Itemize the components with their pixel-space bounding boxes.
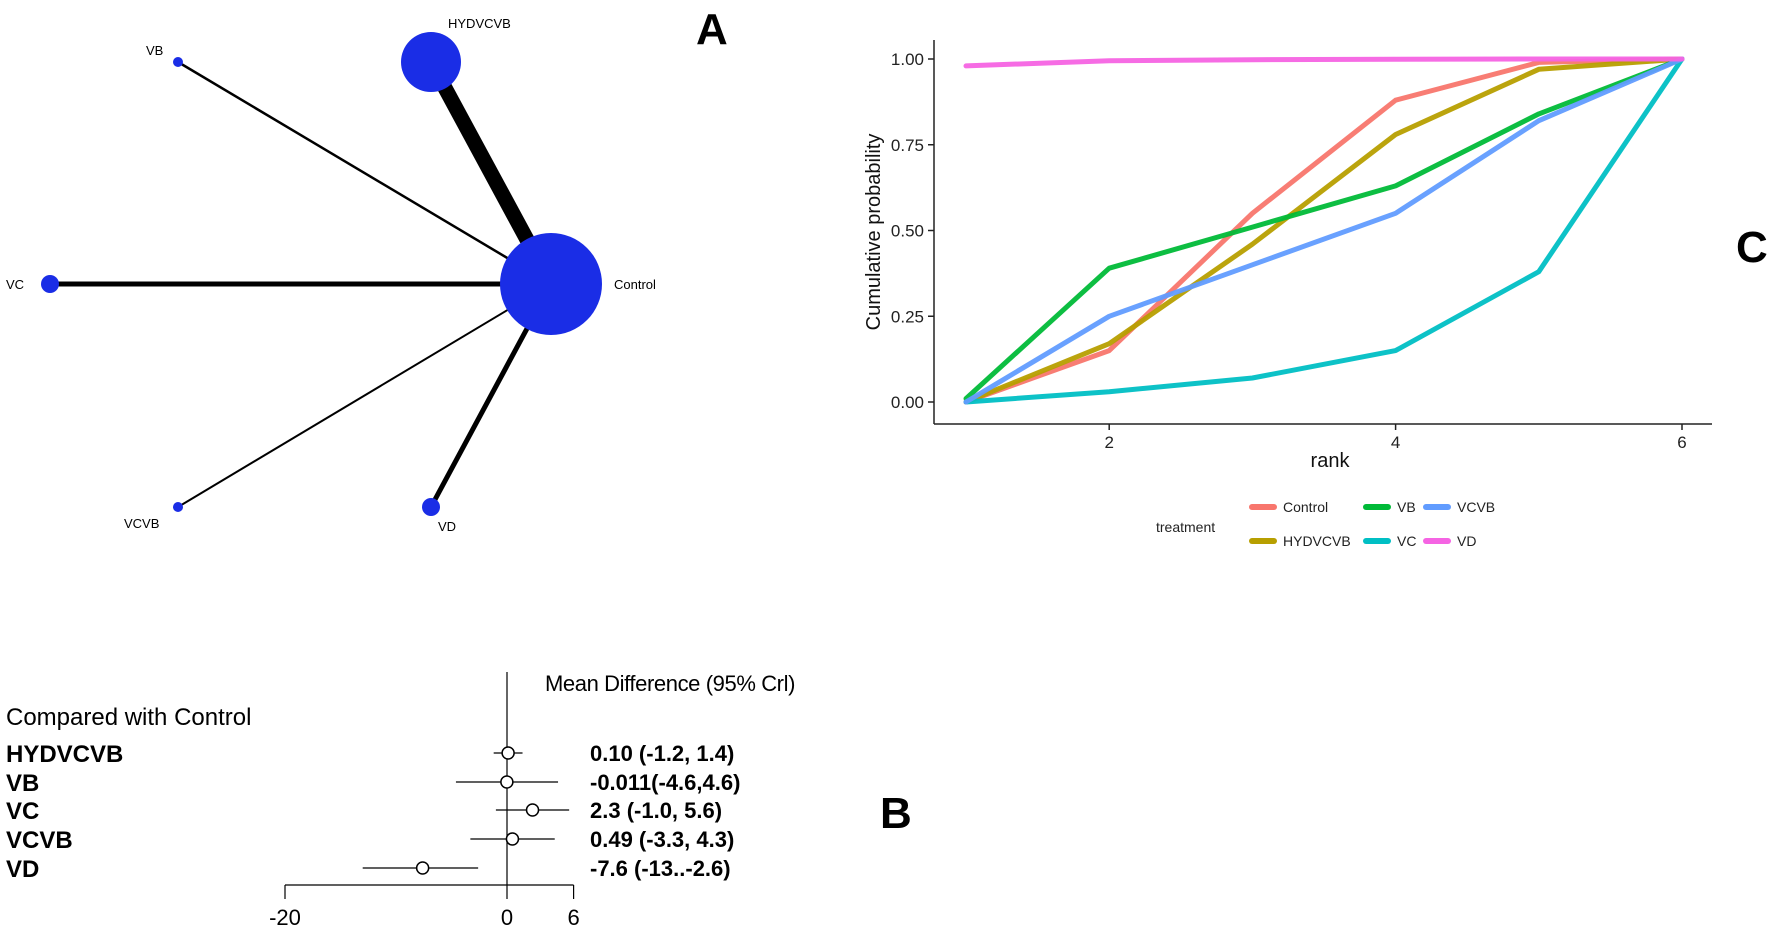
- network-nodes: [41, 32, 602, 516]
- node-label-vb: VB: [146, 43, 163, 58]
- y-tick-label: 0.75: [891, 136, 924, 155]
- row-label-vcvb: VCVB: [6, 827, 73, 854]
- panel-label-b: B: [880, 789, 912, 838]
- estimate-text-vd: -7.6 (-13..-2.6): [590, 856, 731, 881]
- y-tick-label: 0.25: [891, 307, 924, 326]
- node-vc: [41, 275, 59, 293]
- series-line-vc: [963, 56, 1685, 405]
- forest-title: Mean Difference (95% Crl): [545, 671, 795, 696]
- edge-vb-control: [177, 60, 552, 286]
- estimate-point-vd: [415, 861, 430, 875]
- x-axis-title: rank: [1311, 450, 1351, 472]
- x-ticks: 2 4 6: [1104, 424, 1687, 452]
- node-vcvb: [173, 502, 183, 512]
- forest-axis: -20 0 6: [269, 884, 580, 930]
- row-label-vc: VC: [6, 798, 39, 825]
- estimate-point-vb: [500, 775, 514, 789]
- series-line-control: [963, 56, 1685, 405]
- series-line-vb: [963, 56, 1685, 402]
- x-tick-label: 6: [1677, 433, 1686, 452]
- network-edges: [50, 58, 558, 509]
- legend-label-vcvb: VCVB: [1457, 499, 1495, 515]
- node-label-hydvcvb: HYDVCVB: [448, 16, 511, 31]
- comparison-heading: Compared with Control: [6, 704, 251, 731]
- estimate-text-hydvcvb: 0.10 (-1.2, 1.4): [590, 741, 734, 766]
- legend-label-vd: VD: [1457, 533, 1476, 549]
- estimate-text-vcvb: 0.49 (-3.3, 4.3): [590, 827, 734, 852]
- panel-label-a: A: [696, 5, 728, 54]
- legend-label-vc: VC: [1397, 533, 1416, 549]
- series-line-vd: [963, 56, 1685, 69]
- y-ticks: 0.00 0.25 0.50 0.75 1.00: [891, 50, 934, 412]
- rankogram-chart: 0.00 0.25 0.50 0.75 1.00 2 4 6 rank Cumulative…: [863, 40, 1712, 549]
- estimate-text-vb: -0.011(-4.6,4.6): [590, 770, 740, 795]
- legend-label-hydvcvb: HYDVCVB: [1283, 533, 1351, 549]
- forest-plot: Mean Difference (95% Crl) Compared with …: [6, 671, 795, 930]
- x-tick-label: 4: [1391, 433, 1400, 452]
- x-tick-label: 0: [501, 905, 513, 930]
- series-line-hydvcvb: [963, 56, 1685, 405]
- y-axis-title: Cumulative probability: [863, 134, 885, 331]
- row-label-vb: VB: [6, 770, 39, 797]
- y-tick-label: 0.50: [891, 222, 924, 241]
- series-line-vcvb: [963, 56, 1685, 405]
- legend-label-vb: VB: [1397, 499, 1416, 515]
- estimate-text-vc: 2.3 (-1.0, 5.6): [590, 798, 722, 823]
- node-control: [500, 233, 602, 335]
- row-label-hydvcvb: HYDVCVB: [6, 741, 123, 768]
- node-label-vd: VD: [438, 519, 456, 534]
- node-label-control: Control: [614, 277, 656, 292]
- row-label-vd: VD: [6, 856, 39, 883]
- network-plot: HYDVCVB VB VC Control VCVB VD: [6, 16, 656, 534]
- x-tick-label: 6: [567, 905, 579, 930]
- estimate-point-vcvb: [505, 832, 520, 846]
- legend-title: treatment: [1156, 519, 1215, 535]
- node-vd: [422, 498, 440, 516]
- node-vb: [173, 57, 183, 67]
- node-hydvcvb: [401, 32, 461, 92]
- panel-label-c: C: [1736, 223, 1768, 272]
- x-tick-label: 2: [1104, 433, 1113, 452]
- x-tick-label: -20: [269, 905, 301, 930]
- edge-vcvb-control: [177, 283, 552, 508]
- y-tick-label: 1.00: [891, 50, 924, 69]
- legend-label-control: Control: [1283, 499, 1328, 515]
- y-tick-label: 0.00: [891, 393, 924, 412]
- estimate-point-vc: [525, 803, 540, 817]
- node-label-vcvb: VCVB: [124, 516, 159, 531]
- node-label-vc: VC: [6, 277, 24, 292]
- rankogram-series: [963, 56, 1685, 405]
- estimate-point-hydvcvb: [501, 746, 515, 760]
- forest-rows: HYDVCVB 0.10 (-1.2, 1.4) VB -0.011(-4.6,4.6…: [6, 672, 740, 885]
